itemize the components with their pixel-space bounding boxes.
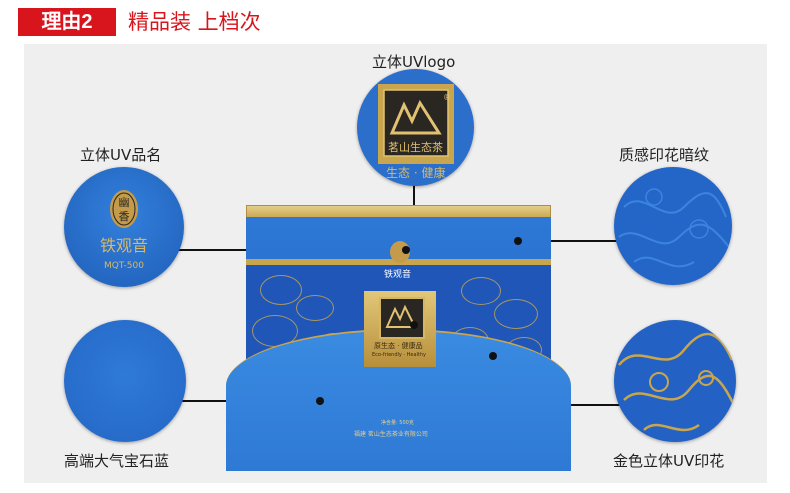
swirl-pattern [461,277,501,305]
circle-texture-print [614,167,732,285]
connector-dot-left-bottom [316,397,324,405]
section-header: 理由2 精品装 上档次 [0,0,790,42]
section-title: 精品装 上档次 [128,10,261,34]
box-slogan-en: Eco-friendly · Healthy [372,352,426,358]
reg-mark: ® [443,93,451,102]
logo-brand-text: 茗山生态茶 [388,140,443,154]
box-weight: 净含量: 500克 [381,420,414,426]
logo-partial-text: 生态 · 健康 [386,165,445,180]
swirl-pattern [260,275,302,305]
label-gold-uv-print: 金色立体UV印花 [613,452,725,470]
connector-dot-left-top [402,246,410,254]
box-logo-icon [379,297,425,339]
label-uv-logo: 立体UVlogo [372,53,456,71]
swirl-pattern [296,295,334,321]
circle-uv-logo: ® 茗山生态茶 生态 · 健康 [357,69,474,186]
product-name-text: 铁观音 [100,236,148,255]
swirl-pattern [494,299,538,329]
label-texture-print: 质感印花暗纹 [619,146,710,164]
product-code-text: MQT-500 [104,261,144,271]
circle-uv-name: 幽 香 铁观音 MQT-500 [64,167,184,287]
circle-gem-blue [64,320,186,442]
box-product-name: 铁观音 [384,270,412,280]
connector-dot-right-top [514,237,522,245]
label-uv-name: 立体UV品名 [80,146,162,164]
medal-char-2: 香 [119,210,130,223]
connector-dot-right-bottom [489,352,497,360]
connector-dot-top [410,321,418,329]
box-face: 铁观音 原生态 · 健康品 Eco-friendly · Healthy 净含量… [226,217,571,471]
box-slogan: 原生态 · 健康品 [374,342,423,350]
circle-gold-uv-print [614,320,736,442]
gift-box: 铁观音 原生态 · 健康品 Eco-friendly · Healthy 净含量… [226,205,571,471]
medal-char-1: 幽 [119,196,130,209]
reason-badge: 理由2 [18,8,116,36]
connector-line-right-top [520,240,630,242]
box-company: 福建 茗山生态茶业有限公司 [354,431,428,438]
label-gem-blue: 高端大气宝石蓝 [64,452,170,470]
